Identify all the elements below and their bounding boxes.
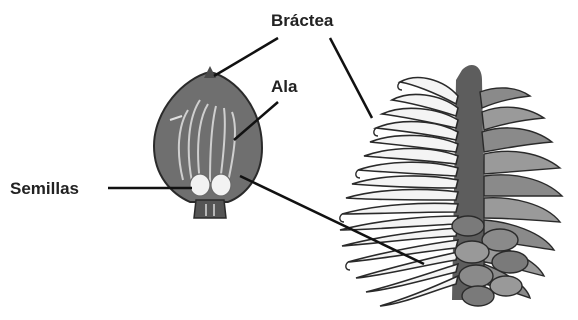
seed-scale bbox=[154, 66, 262, 218]
label-ala: Ala bbox=[271, 77, 298, 96]
bractea-line-to-cone bbox=[330, 38, 372, 118]
label-bractea: Bráctea bbox=[271, 11, 334, 30]
bractea-line-to-scale bbox=[214, 38, 278, 76]
cone-left-scales bbox=[340, 78, 458, 306]
seed-right bbox=[211, 174, 231, 196]
label-semillas: Semillas bbox=[10, 179, 79, 198]
pine-cone bbox=[340, 65, 562, 306]
scale-stalk bbox=[194, 200, 226, 218]
seed-left bbox=[190, 174, 210, 196]
